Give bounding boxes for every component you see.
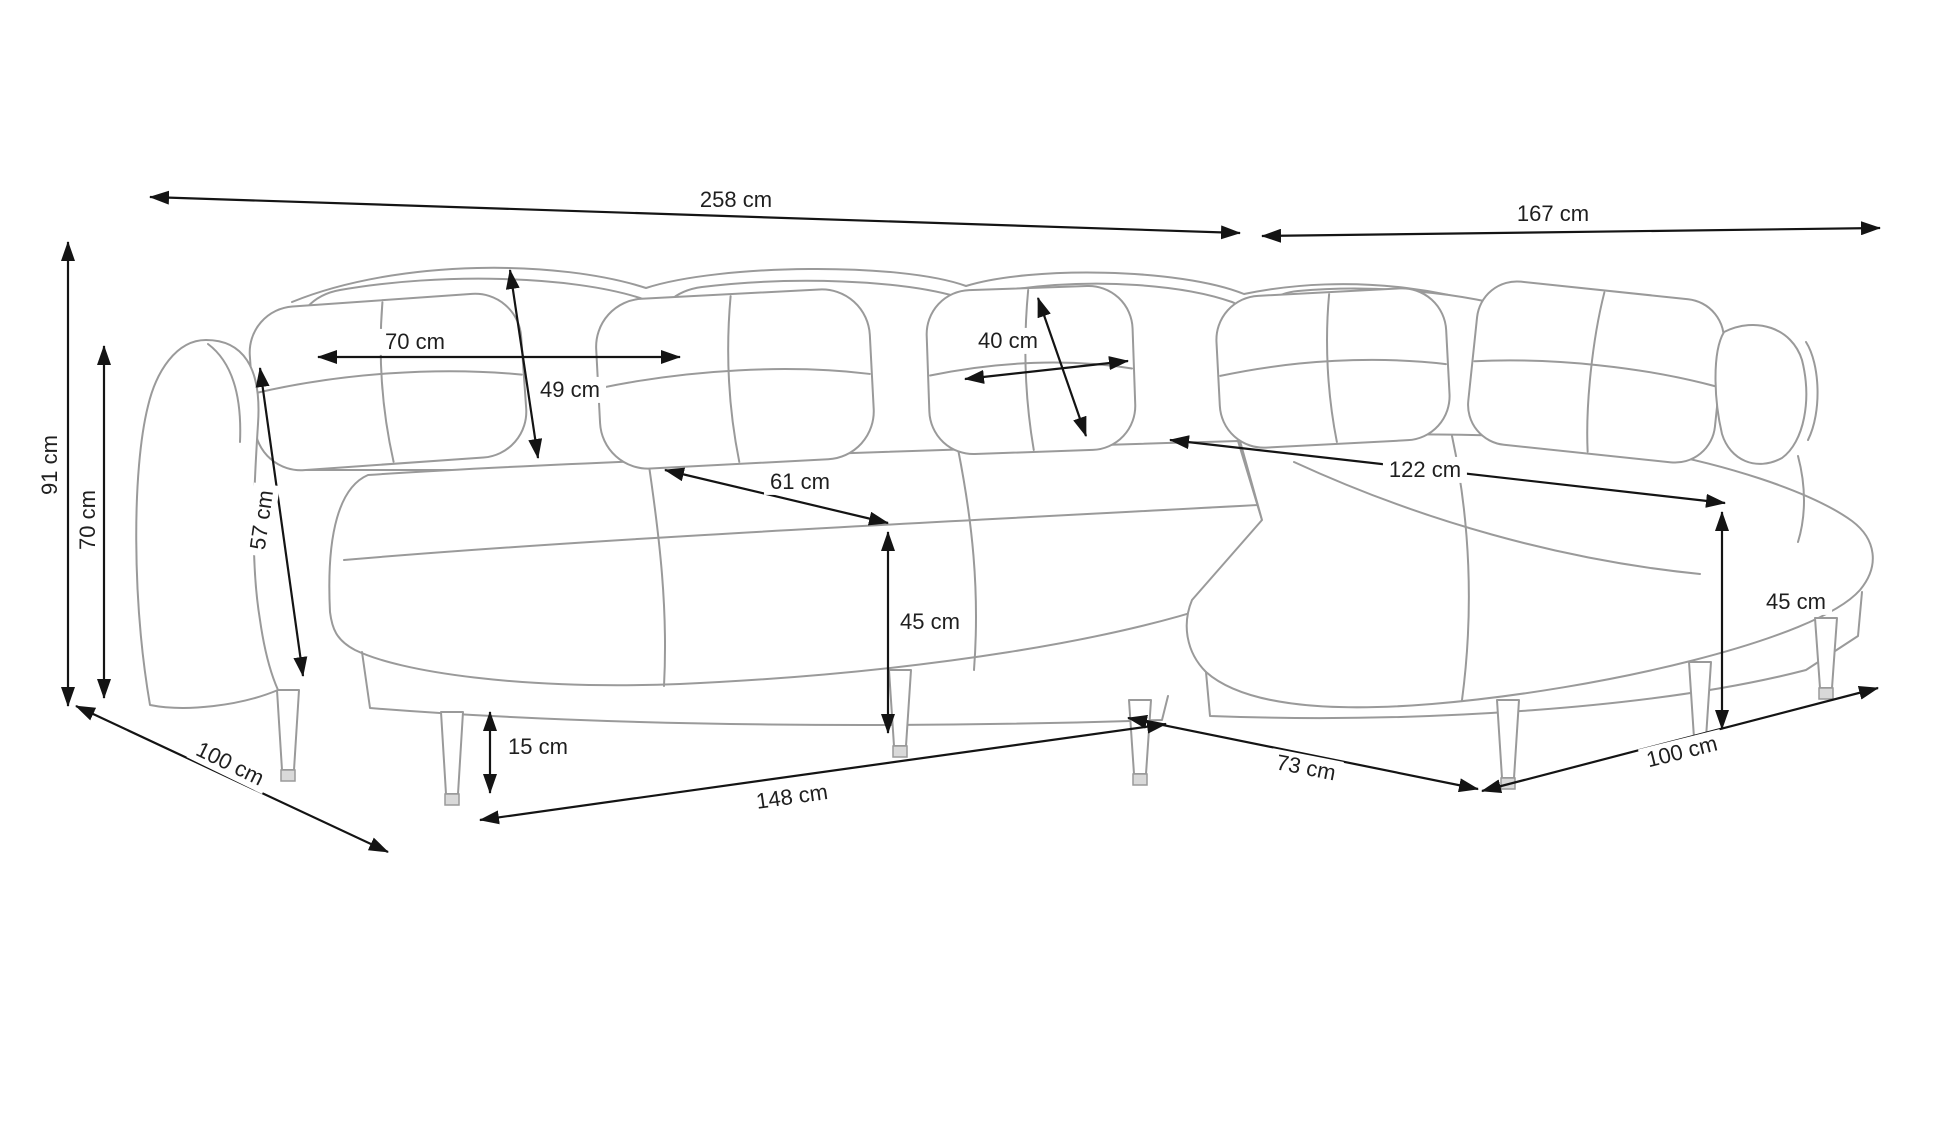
left-armrest-inner-curve bbox=[207, 343, 242, 443]
leg-foot bbox=[1132, 773, 1148, 786]
pillow-3 bbox=[925, 284, 1137, 456]
dim-label-61: 61 cm bbox=[764, 468, 836, 496]
leg bbox=[1496, 699, 1520, 779]
dim-label-45-right: 45 cm bbox=[1760, 588, 1832, 616]
dim-label-15: 15 cm bbox=[502, 733, 574, 761]
dim-arrow-148 bbox=[479, 719, 1167, 825]
dim-label-70-left: 70 cm bbox=[74, 484, 102, 556]
pillow-4 bbox=[1215, 287, 1451, 449]
dim-arrow-40-diag bbox=[1036, 297, 1088, 437]
leg bbox=[440, 711, 464, 795]
seat-seam-2 bbox=[957, 448, 977, 671]
dim-arrow-57 bbox=[255, 367, 308, 677]
leg-foot bbox=[892, 745, 908, 758]
dim-label-40: 40 cm bbox=[972, 327, 1044, 355]
dim-label-70-top: 70 cm bbox=[379, 328, 451, 356]
dim-arrow-167 bbox=[1261, 221, 1881, 243]
leg bbox=[276, 689, 300, 771]
chaise-back-cushion bbox=[1467, 280, 1725, 464]
chaise-seat bbox=[1185, 433, 1874, 709]
leg bbox=[1814, 617, 1838, 689]
leg-foot bbox=[280, 769, 296, 782]
pillow-2 bbox=[595, 288, 875, 470]
dim-label-49: 49 cm bbox=[534, 376, 606, 404]
leg bbox=[1688, 661, 1712, 739]
pillow-1 bbox=[248, 292, 528, 472]
leg-foot bbox=[444, 793, 460, 806]
dim-label-45-left: 45 cm bbox=[894, 608, 966, 636]
right-side-lower bbox=[1797, 455, 1805, 543]
dim-arrow-49 bbox=[505, 269, 543, 459]
seat-seam-3 bbox=[343, 504, 1259, 561]
right-roll-cushion bbox=[1714, 323, 1808, 465]
leg bbox=[888, 669, 912, 747]
dim-label-122: 122 cm bbox=[1382, 456, 1468, 484]
dim-label-258: 258 cm bbox=[693, 186, 779, 214]
dim-arrow-258 bbox=[149, 190, 1241, 240]
seat-seam-1 bbox=[647, 458, 667, 687]
leg bbox=[1128, 699, 1152, 775]
right-side-edge bbox=[1805, 341, 1819, 441]
dim-label-91: 91 cm bbox=[36, 429, 64, 501]
dim-label-167: 167 cm bbox=[1510, 200, 1596, 228]
dim-arrow-61 bbox=[664, 467, 889, 526]
leg-foot bbox=[1818, 687, 1834, 700]
